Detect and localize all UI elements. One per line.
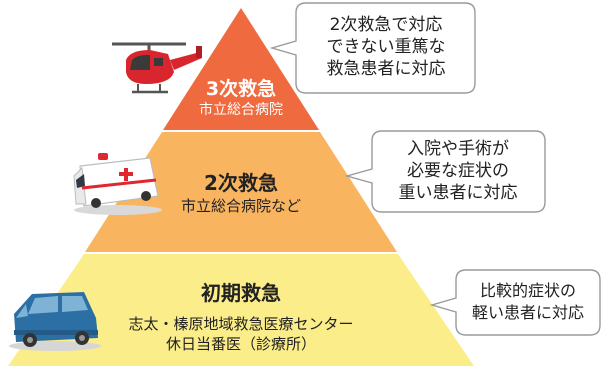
callout-bubble-tier-3 — [269, 2, 476, 94]
callout-text-tier-2: 入院や手術が 必要な症状の 重い患者に対応 — [374, 138, 542, 204]
callout-line: 2次救急で対応 — [329, 15, 443, 35]
callout-line: できない重篤な — [326, 37, 446, 57]
callout-text-tier-3: 2次救急で対応 できない重篤な 救急患者に対応 — [300, 14, 472, 80]
tier-2-label: 2次救急 市立総合病院など — [141, 170, 341, 216]
tier-1-label: 初期救急 志太・榛原地域救急医療センター 休日当番医（診療所） — [101, 280, 381, 354]
tier-3-band — [163, 8, 319, 130]
callout-line: 軽い患者に対応 — [471, 303, 584, 322]
tier-2-band — [85, 132, 397, 252]
callout-line: 比較的症状の — [479, 281, 576, 300]
helicopter-icon — [112, 42, 202, 94]
ambulance-icon — [73, 153, 162, 215]
callout-line: 入院や手術が — [407, 139, 509, 159]
callout-text-tier-1: 比較的症状の 軽い患者に対応 — [458, 280, 598, 324]
tier-1-title: 初期救急 — [201, 281, 281, 305]
tier-1-subtitle-2: 休日当番医（診療所） — [165, 335, 316, 353]
callout-line: 重い患者に対応 — [398, 183, 518, 203]
callout-line: 必要な症状の — [407, 161, 509, 181]
tier-3-label: 3次救急 市立総合病院 — [181, 78, 301, 119]
tier-1-band — [8, 254, 474, 366]
callout-bubble-tier-1 — [429, 269, 601, 336]
tier-1-subtitle: 志太・榛原地域救急医療センター — [128, 315, 354, 333]
tier-3-subtitle: 市立総合病院 — [199, 102, 283, 118]
tier-2-title: 2次救急 — [204, 171, 278, 195]
car-icon — [9, 292, 101, 351]
callout-bubble-tier-2 — [344, 130, 546, 213]
tier-3-title: 3次救急 — [205, 78, 277, 100]
tier-2-subtitle: 市立総合病院など — [180, 197, 301, 215]
callout-line: 救急患者に対応 — [326, 59, 446, 79]
